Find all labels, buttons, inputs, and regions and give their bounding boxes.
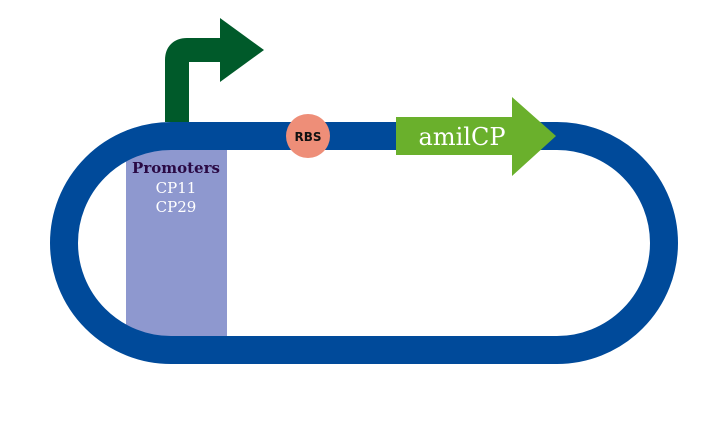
promoter-item: CP11 [156, 179, 197, 197]
rbs-label: RBS [294, 130, 321, 144]
circle-icon [286, 114, 330, 158]
promoter-region-box [126, 136, 227, 336]
promoter-item: CP29 [156, 198, 197, 216]
bent-arrow-icon [165, 18, 264, 122]
promoter-region-title: Promoters [132, 159, 220, 177]
plasmid-backbone [50, 122, 678, 364]
gene-label: amilCP [419, 123, 506, 151]
gene-arrow-icon [396, 97, 556, 176]
